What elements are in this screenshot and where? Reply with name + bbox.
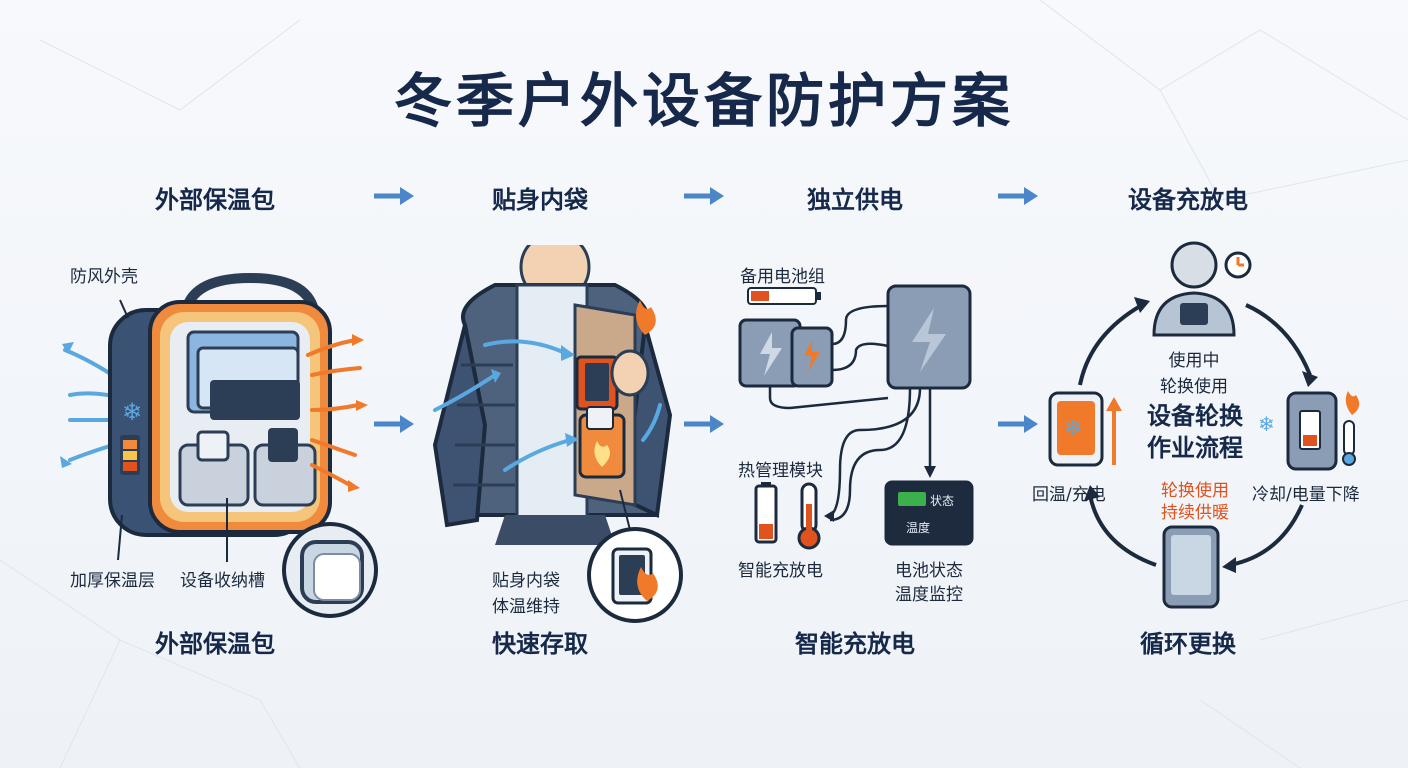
step4-footer: 循环更换: [1140, 630, 1236, 658]
cycle-note-1: 轮换使用: [1161, 481, 1229, 501]
label-in-use: 使用中: [1168, 351, 1220, 371]
svg-text:❄: ❄: [122, 398, 142, 426]
flow-arrow-icon: [374, 187, 414, 205]
step1-footer: 外部保温包: [155, 630, 275, 658]
step2-header: 贴身内袋: [492, 186, 588, 214]
status-screen-text: 状态: [930, 494, 954, 508]
label-temperature-monitor: 温度监控: [895, 585, 963, 605]
step3-footer: 智能充放电: [795, 630, 915, 658]
rotation-cycle-illustration: ❄ ❄: [1048, 241, 1360, 609]
jacket-pocket-illustration: [432, 245, 683, 623]
step2-footer: 快速存取: [492, 630, 588, 658]
power-supply-illustration: 状态 温度: [738, 284, 974, 550]
cycle-note-2: 持续供暖: [1161, 503, 1229, 523]
label-insulation: 加厚保温层: [70, 571, 155, 591]
label-rotate-use: 轮换使用: [1160, 377, 1228, 397]
label-smart-charge: 智能充放电: [738, 561, 823, 581]
label-shell: 防风外壳: [70, 267, 138, 287]
svg-text:❄: ❄: [1064, 416, 1082, 441]
flow-arrow-icon: [374, 415, 414, 433]
step1-header: 外部保温包: [155, 186, 275, 214]
label-rewarm: 回温/充电: [1032, 485, 1106, 505]
flow-arrow-icon: [998, 187, 1038, 205]
step4-header: 设备充放电: [1128, 186, 1248, 214]
svg-text:❄: ❄: [1258, 412, 1275, 436]
step3-header: 独立供电: [807, 186, 903, 214]
label-battery-pack: 备用电池组: [740, 267, 825, 287]
label-thermal-module: 热管理模块: [738, 461, 823, 481]
page-title: 冬季户外设备防护方案: [393, 67, 1014, 135]
label-battery-status: 电池状态: [895, 561, 963, 581]
flow-arrow-icon: [684, 187, 724, 205]
flow-arrow-icon: [998, 415, 1038, 433]
cycle-title-2: 作业流程: [1147, 434, 1243, 462]
flow-arrow-icon: [684, 415, 724, 433]
insulated-bag-illustration: ❄: [60, 272, 378, 618]
label-body-heat: 体温维持: [492, 597, 560, 617]
temperature-screen-text: 温度: [906, 520, 930, 535]
label-slot: 设备收纳槽: [180, 571, 265, 591]
label-pocket: 贴身内袋: [492, 571, 560, 591]
label-cooldown: 冷却/电量下降: [1252, 485, 1360, 505]
cycle-title-1: 设备轮换: [1147, 402, 1243, 430]
